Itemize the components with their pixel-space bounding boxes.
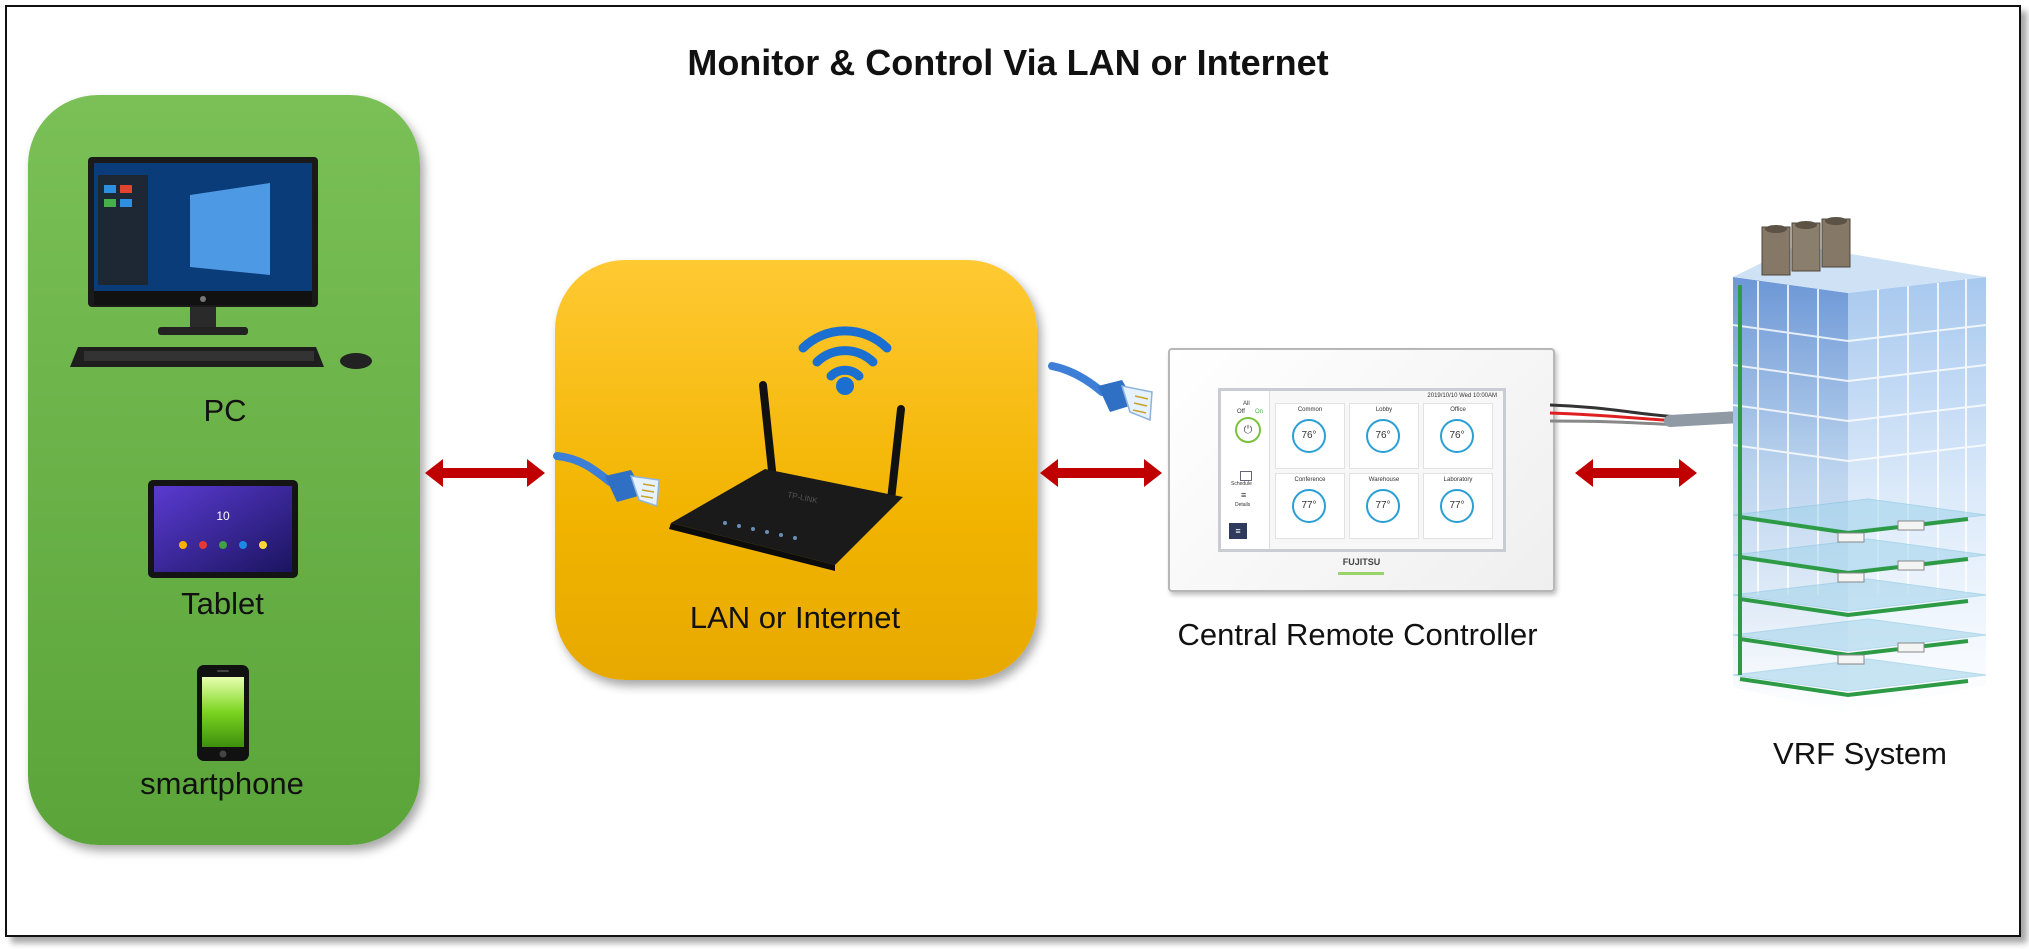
- title-text: Monitor & Control Via LAN or Internet: [687, 42, 1329, 83]
- vrf-building-icon: [1732, 217, 1987, 713]
- menu-button[interactable]: ≡: [1229, 523, 1247, 539]
- vrf-label: VRF System: [1773, 736, 1947, 771]
- power-button[interactable]: ⏻: [1235, 417, 1261, 443]
- zone-temp: 77°: [1375, 500, 1391, 511]
- tablet-label: Tablet: [181, 586, 264, 621]
- pc-icon: [70, 157, 372, 369]
- network-label: LAN or Internet: [689, 600, 901, 635]
- zone-temp-dial[interactable]: 76°: [1440, 419, 1474, 453]
- zone-temp-dial[interactable]: 76°: [1292, 419, 1326, 453]
- zone-tile[interactable]: Conference 77°: [1275, 473, 1345, 539]
- zone-tile[interactable]: Office 76°: [1423, 403, 1493, 469]
- zone-temp: 77°: [1301, 500, 1317, 511]
- zone-temp-dial[interactable]: 77°: [1292, 489, 1326, 523]
- on-label[interactable]: On: [1255, 409, 1264, 415]
- smartphone-label: smartphone: [140, 766, 304, 801]
- zone-tile[interactable]: Common 76°: [1275, 403, 1345, 469]
- diagram-title: Monitor & Control Via LAN or Internet: [0, 42, 2018, 84]
- smartphone-icon: [197, 665, 249, 761]
- central-remote-controller: 2019/10/10 Wed 10:00AM All Off On ⏻ Sche…: [1168, 348, 1555, 592]
- details-icon[interactable]: ≡: [1241, 490, 1247, 500]
- details-label: Details: [1235, 502, 1251, 508]
- zone-temp: 76°: [1375, 430, 1391, 441]
- zone-name: Laboratory: [1443, 477, 1473, 483]
- double-arrow-devices-network: [425, 459, 545, 487]
- zone-tile[interactable]: Lobby 76°: [1349, 403, 1419, 469]
- controller-status-bar: [1338, 572, 1384, 575]
- router-icon: TP-LINK: [669, 381, 905, 571]
- off-label: Off: [1237, 409, 1245, 415]
- double-arrow-network-controller: [1040, 459, 1162, 487]
- controller-date: 2019/10/10 Wed 10:00AM: [1427, 393, 1497, 399]
- schedule-icon[interactable]: [1240, 471, 1252, 481]
- zone-temp: 77°: [1449, 500, 1465, 511]
- ethernet-cable-icon-controller: [1048, 362, 1153, 422]
- wifi-icon: [798, 326, 892, 395]
- all-label: All: [1243, 401, 1250, 407]
- tablet-clock: 10: [216, 509, 230, 523]
- controller-label: Central Remote Controller: [1177, 617, 1538, 652]
- zone-name: Office: [1450, 407, 1466, 413]
- zone-temp: 76°: [1449, 430, 1465, 441]
- zone-temp-dial[interactable]: 77°: [1366, 489, 1400, 523]
- controller-brand: FUJITSU: [1342, 557, 1381, 567]
- zone-tile[interactable]: Laboratory 77°: [1423, 473, 1493, 539]
- zone-name: Lobby: [1375, 407, 1393, 413]
- zone-temp: 76°: [1301, 430, 1317, 441]
- ethernet-cable-icon-network: [553, 452, 660, 508]
- zone-temp-dial[interactable]: 76°: [1366, 419, 1400, 453]
- schedule-label: Schedule: [1231, 481, 1252, 487]
- controller-sidebar: All Off On ⏻ Schedule ≡ Details ≡: [1221, 391, 1270, 549]
- control-wiring: [1549, 403, 1746, 427]
- zone-temp-dial[interactable]: 77°: [1440, 489, 1474, 523]
- tablet-icon: 10: [148, 480, 298, 578]
- zone-tile[interactable]: Warehouse 77°: [1349, 473, 1419, 539]
- zone-name: Conference: [1294, 477, 1326, 483]
- pc-label: PC: [203, 393, 247, 428]
- double-arrow-controller-vrf: [1575, 459, 1697, 487]
- zone-name: Common: [1297, 407, 1323, 413]
- controller-screen: 2019/10/10 Wed 10:00AM All Off On ⏻ Sche…: [1218, 388, 1506, 552]
- network-panel: [555, 260, 1037, 680]
- zone-name: Warehouse: [1368, 477, 1400, 483]
